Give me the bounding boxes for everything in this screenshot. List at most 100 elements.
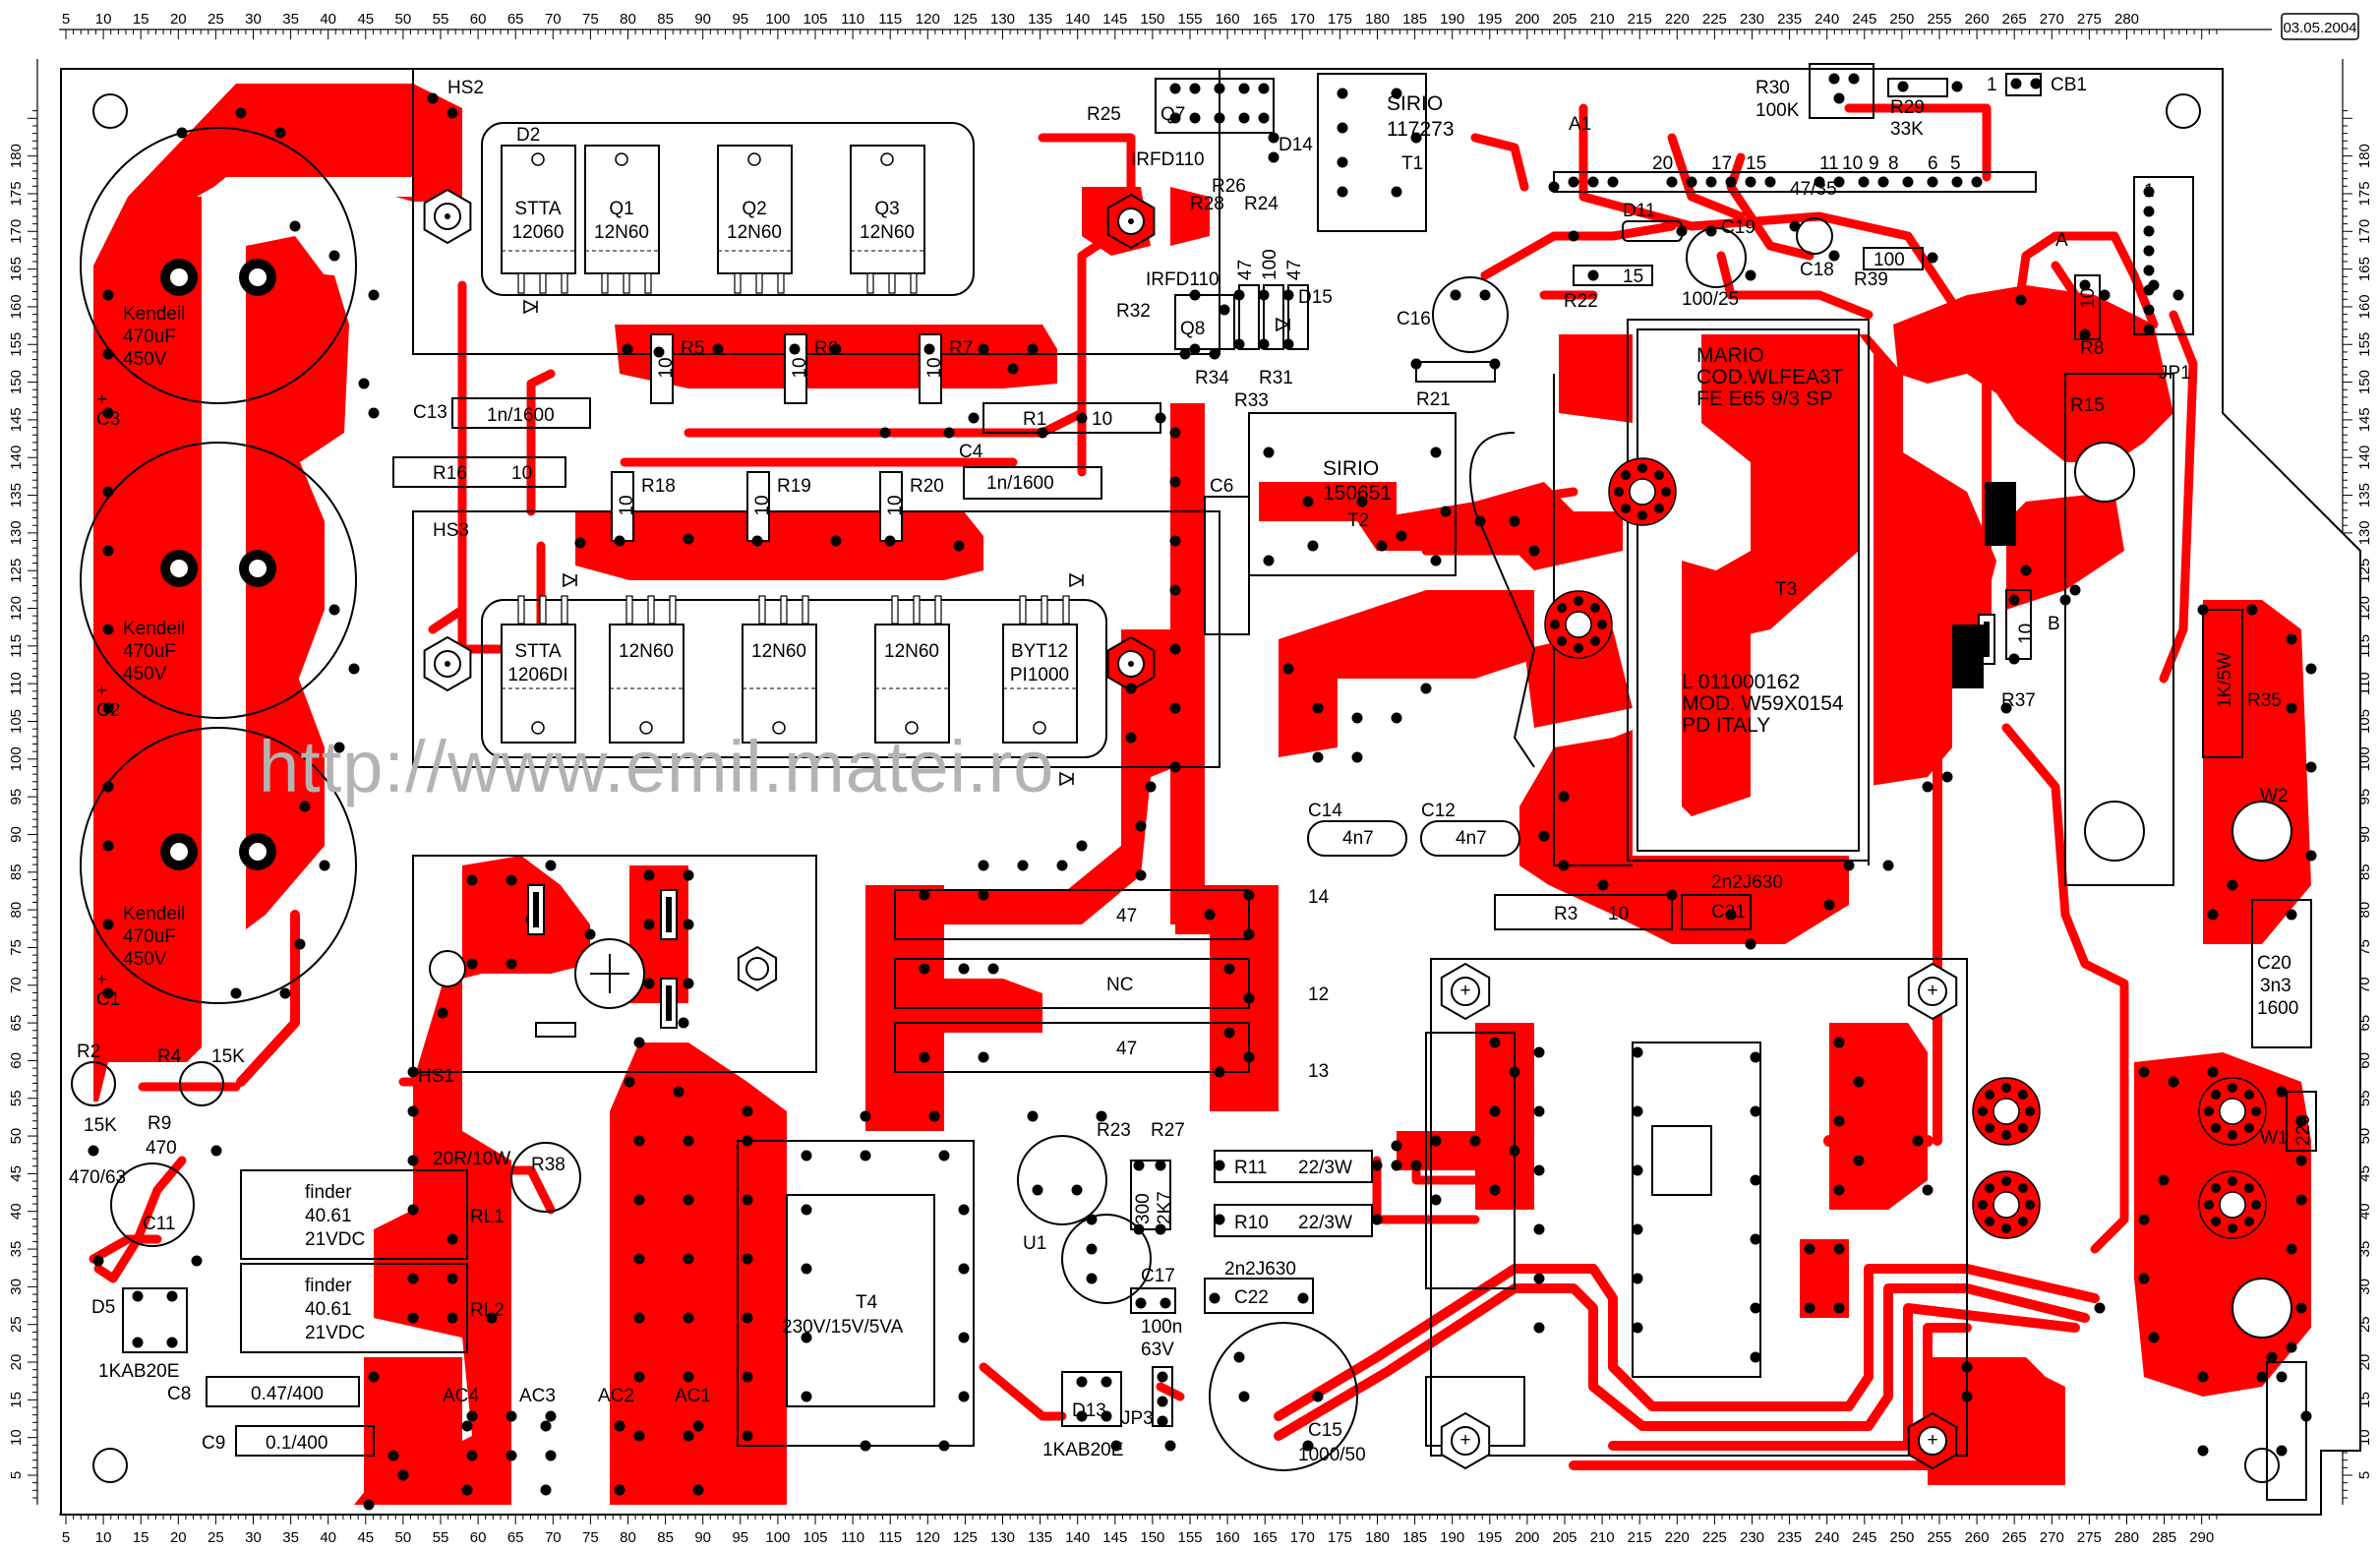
ruler-tick-label: 5 xyxy=(62,1529,70,1544)
label-r33: R33 xyxy=(1234,390,1269,411)
ruler-tick-label: 170 xyxy=(1290,1529,1315,1544)
cap-c17 xyxy=(1130,1287,1176,1314)
ruler-tick-label: 95 xyxy=(732,11,748,28)
ruler-tick-label: 65 xyxy=(507,11,524,28)
label-rl2-brand: finder xyxy=(305,1276,352,1296)
mounting-pad xyxy=(2231,801,2292,862)
label-d5: D5 xyxy=(91,1297,115,1318)
ruler-tick-label: 285 xyxy=(2152,1529,2176,1544)
ruler-tick-label: 45 xyxy=(357,1529,374,1544)
label-t2-code: 150651 xyxy=(1323,482,1392,505)
label-r35-value: 1K/5W xyxy=(2215,652,2235,708)
transformer-t1 xyxy=(1317,73,1427,232)
label-rl1: RL1 xyxy=(470,1207,505,1227)
ruler-tick-label: 190 xyxy=(1440,1529,1464,1544)
ruler-tick-label: 160 xyxy=(1216,1529,1240,1544)
ruler-tick-label: 240 xyxy=(1815,1529,1839,1544)
resistor-ref: R20 xyxy=(910,476,944,497)
heatsink-hs1-frame xyxy=(412,855,817,1073)
label-c2: C2 xyxy=(96,700,120,721)
device-type: Q2 xyxy=(742,199,766,219)
label-r1-value: 10 xyxy=(1092,409,1112,430)
ruler-tick-label: 215 xyxy=(1628,1529,1652,1544)
ruler-tick-label: 100 xyxy=(765,11,790,28)
ruler-tick-label: 50 xyxy=(395,1529,412,1544)
label-r38-value: 20R/10W xyxy=(433,1149,510,1169)
reg-u1-outline xyxy=(1017,1135,1107,1225)
label-c3-value: 470uF xyxy=(123,327,176,347)
ruler-tick-label: 215 xyxy=(1628,11,1652,28)
label-c4: C4 xyxy=(959,442,983,462)
ruler-tick-label: 205 xyxy=(1552,11,1577,28)
ruler-tick-label: 145 xyxy=(8,407,25,432)
ruler-tick-label: 60 xyxy=(8,1052,25,1069)
label-r23-value: 300 xyxy=(1133,1193,1154,1224)
device-type: STTA xyxy=(514,641,561,662)
ruler-tick-label: 125 xyxy=(8,559,25,583)
resistor-value: 10 xyxy=(752,495,773,515)
ruler-tick-label: 65 xyxy=(8,1015,25,1032)
label-c15: C15 xyxy=(1308,1420,1342,1441)
ruler-tick-label: 140 xyxy=(8,446,25,470)
ruler-tick-label: 155 xyxy=(2356,332,2373,357)
label-point-b: B xyxy=(2048,614,2060,634)
label-r28: R28 xyxy=(1190,194,1224,214)
ruler-tick-label: 50 xyxy=(395,11,412,28)
ruler-tick-label: 250 xyxy=(1889,1529,1914,1544)
label-r30: R30 xyxy=(1755,78,1790,98)
cap-c18 xyxy=(1796,217,1833,255)
ruler-tick-label: 180 xyxy=(8,144,25,168)
mounting-hole xyxy=(2244,1448,2280,1483)
copper-layer xyxy=(89,84,2311,1505)
label-c3-volt: 450V xyxy=(123,349,167,370)
label-t4: T4 xyxy=(856,1292,878,1313)
label-r8: R8 xyxy=(2080,338,2104,359)
label-ac2: AC2 xyxy=(598,1386,634,1406)
label-pin15: 15 xyxy=(1746,153,1766,174)
ruler-tick-label: 75 xyxy=(582,1529,599,1544)
ruler-tick-label: 35 xyxy=(282,1529,299,1544)
ruler-tick-label: 220 xyxy=(1665,11,1690,28)
label-c1-volt: 450V xyxy=(123,949,167,970)
watermark-url: http://www.emil.matei.ro xyxy=(259,726,1054,807)
ruler-tick-label: 35 xyxy=(8,1241,25,1258)
mounting-hole xyxy=(92,1448,128,1483)
res-nc xyxy=(894,958,1250,1009)
cap-c15 xyxy=(1209,1322,1358,1471)
label-cb1-pin: 1 xyxy=(1987,75,1997,95)
label-d2: D2 xyxy=(516,125,540,146)
label-ac1: AC1 xyxy=(675,1386,711,1406)
label-t3: T3 xyxy=(1775,579,1797,600)
label-w2: W2 xyxy=(2260,786,2289,806)
ruler-tick-label: 160 xyxy=(1216,11,1240,28)
label-d13-part: 1KAB20E xyxy=(1042,1440,1123,1460)
label-c2-value: 470uF xyxy=(123,641,176,662)
ruler-tick-label: 80 xyxy=(8,902,25,919)
label-a1: A1 xyxy=(1569,114,1591,135)
r15-region xyxy=(2064,373,2174,886)
q8-package xyxy=(1174,294,1235,350)
ruler-tick-label: 165 xyxy=(8,257,25,281)
label-rl1-model: 40.61 xyxy=(305,1206,352,1226)
ruler-tick-label: 275 xyxy=(2077,1529,2102,1544)
ruler-tick-label: 80 xyxy=(620,11,636,28)
ruler-tick-label: 70 xyxy=(8,977,25,993)
label-r35: R35 xyxy=(2247,690,2282,711)
ruler-tick-label: 25 xyxy=(8,1316,25,1333)
label-c3: C3 xyxy=(96,409,120,430)
ruler-tick-label: 210 xyxy=(1590,11,1615,28)
svg-text:+: + xyxy=(1927,981,1937,1001)
ruler-tick-label: 10 xyxy=(95,11,112,28)
label-r9-value: 470 xyxy=(146,1138,177,1159)
label-t1-code: 117273 xyxy=(1387,118,1455,141)
ruler-tick-label: 10 xyxy=(8,1429,25,1446)
label-c17-volt: 63V xyxy=(1141,1340,1174,1360)
ruler-tick-label: 110 xyxy=(8,672,25,695)
label-r29: R29 xyxy=(1890,97,1925,118)
device-part: 12N60 xyxy=(727,222,782,243)
label-r25: R25 xyxy=(1087,104,1121,125)
svg-text:+: + xyxy=(1927,1430,1937,1451)
ruler-left: 1801751701651601551501451401351301251201… xyxy=(8,59,38,1505)
label-t1-brand: SIRIO xyxy=(1387,92,1443,115)
label-t4-value: 230V/15V/5VA xyxy=(782,1317,904,1338)
